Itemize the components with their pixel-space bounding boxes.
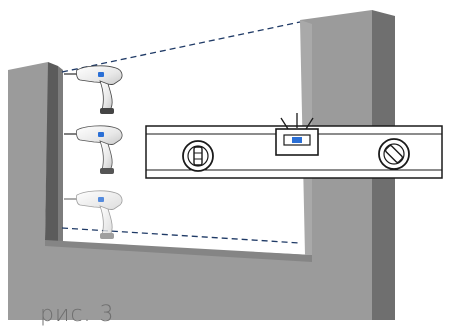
opening-bottom-sill: [45, 240, 312, 262]
figure-caption: рис. 3: [40, 302, 115, 327]
screwdriver-icon: [64, 190, 123, 239]
bubble-vial-icon: [378, 138, 410, 170]
opening-left-jamb: [45, 62, 58, 245]
bubble-vial-icon: [182, 140, 214, 172]
screwdriver-icon: [64, 125, 123, 174]
wall-face: [8, 10, 372, 320]
opening-left-jamb-edge: [58, 66, 63, 247]
screwdriver-icon: [64, 65, 123, 114]
laser-emitter-icon: [275, 113, 319, 156]
dashed-top-line: [61, 21, 301, 73]
opening-dashed-outline: [61, 21, 301, 244]
spirit-level-icon: [145, 113, 443, 179]
dashed-bottom-line: [61, 227, 301, 244]
wall: [8, 10, 395, 320]
